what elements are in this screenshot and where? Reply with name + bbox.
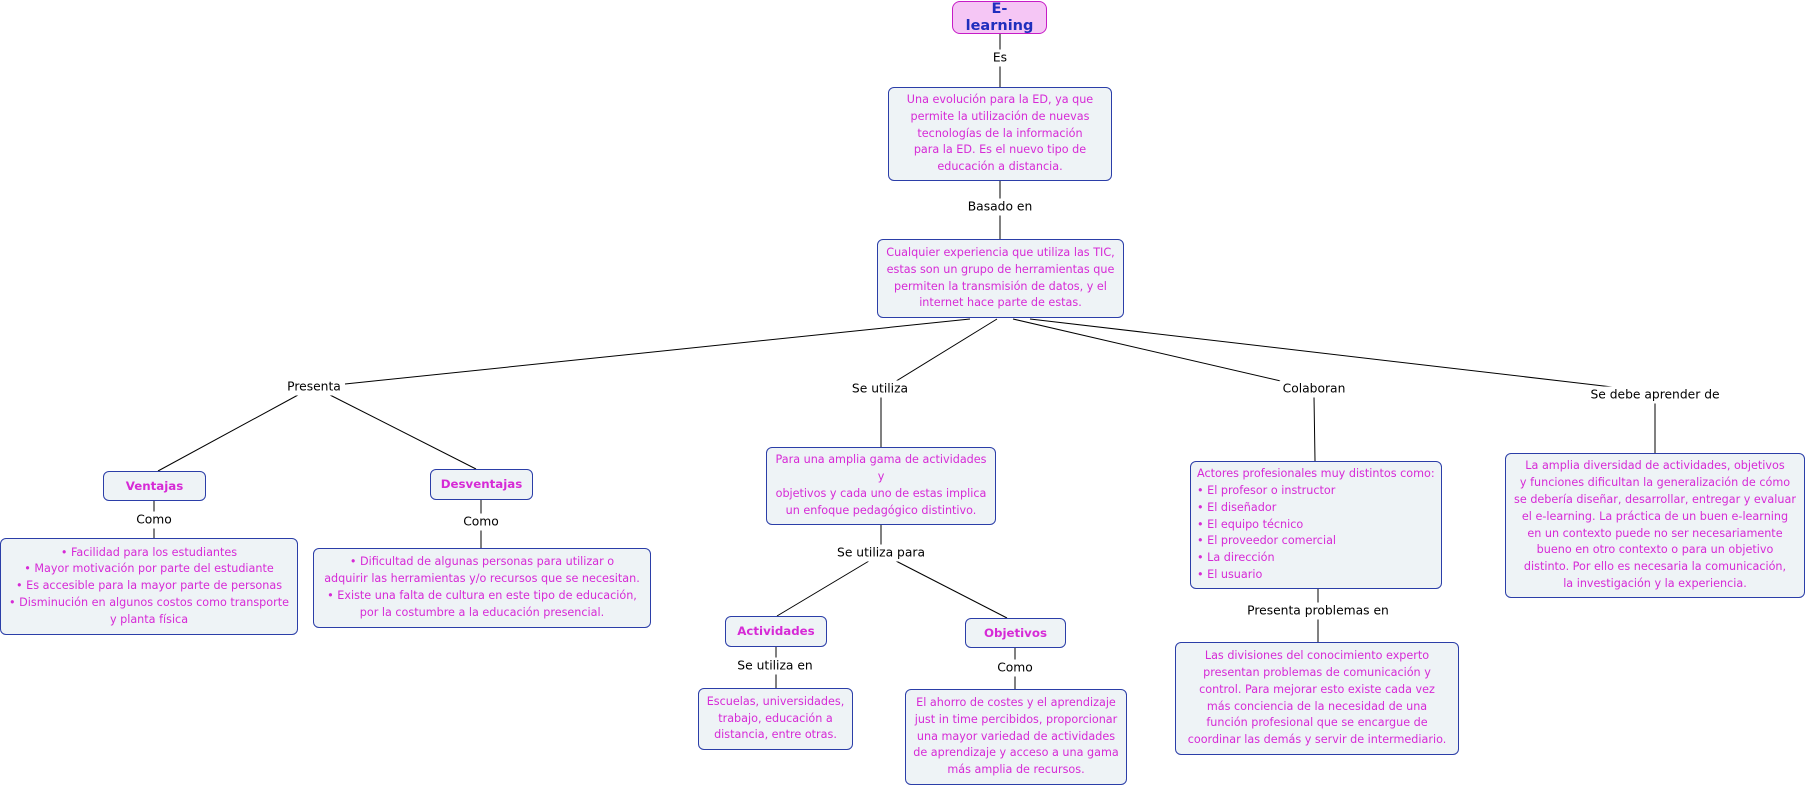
- node-ahorro-text: El ahorro de costes y el aprendizaje jus…: [913, 696, 1119, 777]
- node-desventajas-list[interactable]: • Dificultad de algunas personas para ut…: [313, 548, 651, 628]
- node-escuelas-text: Escuelas, universidades, trabajo, educac…: [706, 694, 845, 742]
- node-desventajas-list-text: • Dificultad de algunas personas para ut…: [324, 555, 640, 619]
- node-actores-text: Actores profesionales muy distintos como…: [1197, 467, 1435, 581]
- node-divisiones[interactable]: Las divisiones del conocimiento experto …: [1175, 642, 1459, 755]
- node-divisiones-text: Las divisiones del conocimiento experto …: [1187, 649, 1447, 747]
- node-e-learning[interactable]: E-learning: [952, 1, 1047, 34]
- connector: [157, 394, 299, 472]
- node-e-learning-text: E-learning: [965, 0, 1034, 34]
- node-actores[interactable]: Actores profesionales muy distintos como…: [1190, 461, 1442, 589]
- link-label-se-utiliza-para: Se utiliza para: [834, 544, 928, 562]
- connector: [1012, 318, 1286, 383]
- link-label-se-debe-aprender-de: Se debe aprender de: [1587, 386, 1723, 404]
- node-actividades[interactable]: Actividades: [725, 616, 827, 647]
- node-diversidad-text: La amplia diversidad de actividades, obj…: [1514, 459, 1796, 590]
- node-ventajas-list[interactable]: • Facilidad para los estudiantes • Mayor…: [0, 538, 298, 635]
- link-label-presenta-problemas-en: Presenta problemas en: [1244, 602, 1392, 620]
- link-label-como-ventajas: Como: [133, 511, 175, 529]
- node-desventajas-text: Desventajas: [440, 477, 523, 492]
- connector: [776, 560, 870, 617]
- node-desventajas[interactable]: Desventajas: [430, 469, 533, 500]
- node-actividades-text: Actividades: [737, 624, 815, 639]
- node-amplia-gama-text: Para una amplia gama de actividades y ob…: [775, 453, 987, 517]
- node-tic[interactable]: Cualquier experiencia que utiliza las TI…: [877, 239, 1124, 318]
- node-objetivos-text: Objetivos: [983, 625, 1048, 640]
- node-ventajas-list-text: • Facilidad para los estudiantes • Mayor…: [9, 545, 289, 626]
- link-label-presenta: Presenta: [284, 378, 344, 396]
- link-label-como-objetivos: Como: [994, 659, 1036, 677]
- link-label-se-utiliza: Se utiliza: [848, 380, 912, 398]
- connector: [1313, 396, 1316, 462]
- link-label-basado-en: Basado en: [964, 198, 1036, 216]
- node-ahorro[interactable]: El ahorro de costes y el aprendizaje jus…: [905, 689, 1127, 785]
- link-label-se-utiliza-en: Se utiliza en: [734, 657, 816, 675]
- link-label-es: Es: [989, 49, 1011, 67]
- connector: [1029, 318, 1639, 391]
- connector: [329, 394, 477, 470]
- node-tic-text: Cualquier experiencia que utiliza las TI…: [886, 245, 1115, 310]
- connector: [895, 560, 1008, 619]
- connector: [892, 318, 998, 384]
- node-definition-text: Una evolución para la ED, ya que permite…: [906, 93, 1094, 174]
- connector: [344, 318, 971, 385]
- node-ventajas-text: Ventajas: [125, 478, 184, 493]
- node-ventajas[interactable]: Ventajas: [103, 471, 206, 501]
- node-diversidad[interactable]: La amplia diversidad de actividades, obj…: [1505, 453, 1805, 598]
- node-definition[interactable]: Una evolución para la ED, ya que permite…: [888, 87, 1112, 181]
- node-objetivos[interactable]: Objetivos: [965, 618, 1066, 648]
- node-amplia-gama[interactable]: Para una amplia gama de actividades y ob…: [766, 447, 996, 525]
- link-label-colaboran: Colaboran: [1279, 380, 1349, 398]
- link-label-como-desventajas: Como: [460, 513, 502, 531]
- node-escuelas[interactable]: Escuelas, universidades, trabajo, educac…: [698, 688, 853, 750]
